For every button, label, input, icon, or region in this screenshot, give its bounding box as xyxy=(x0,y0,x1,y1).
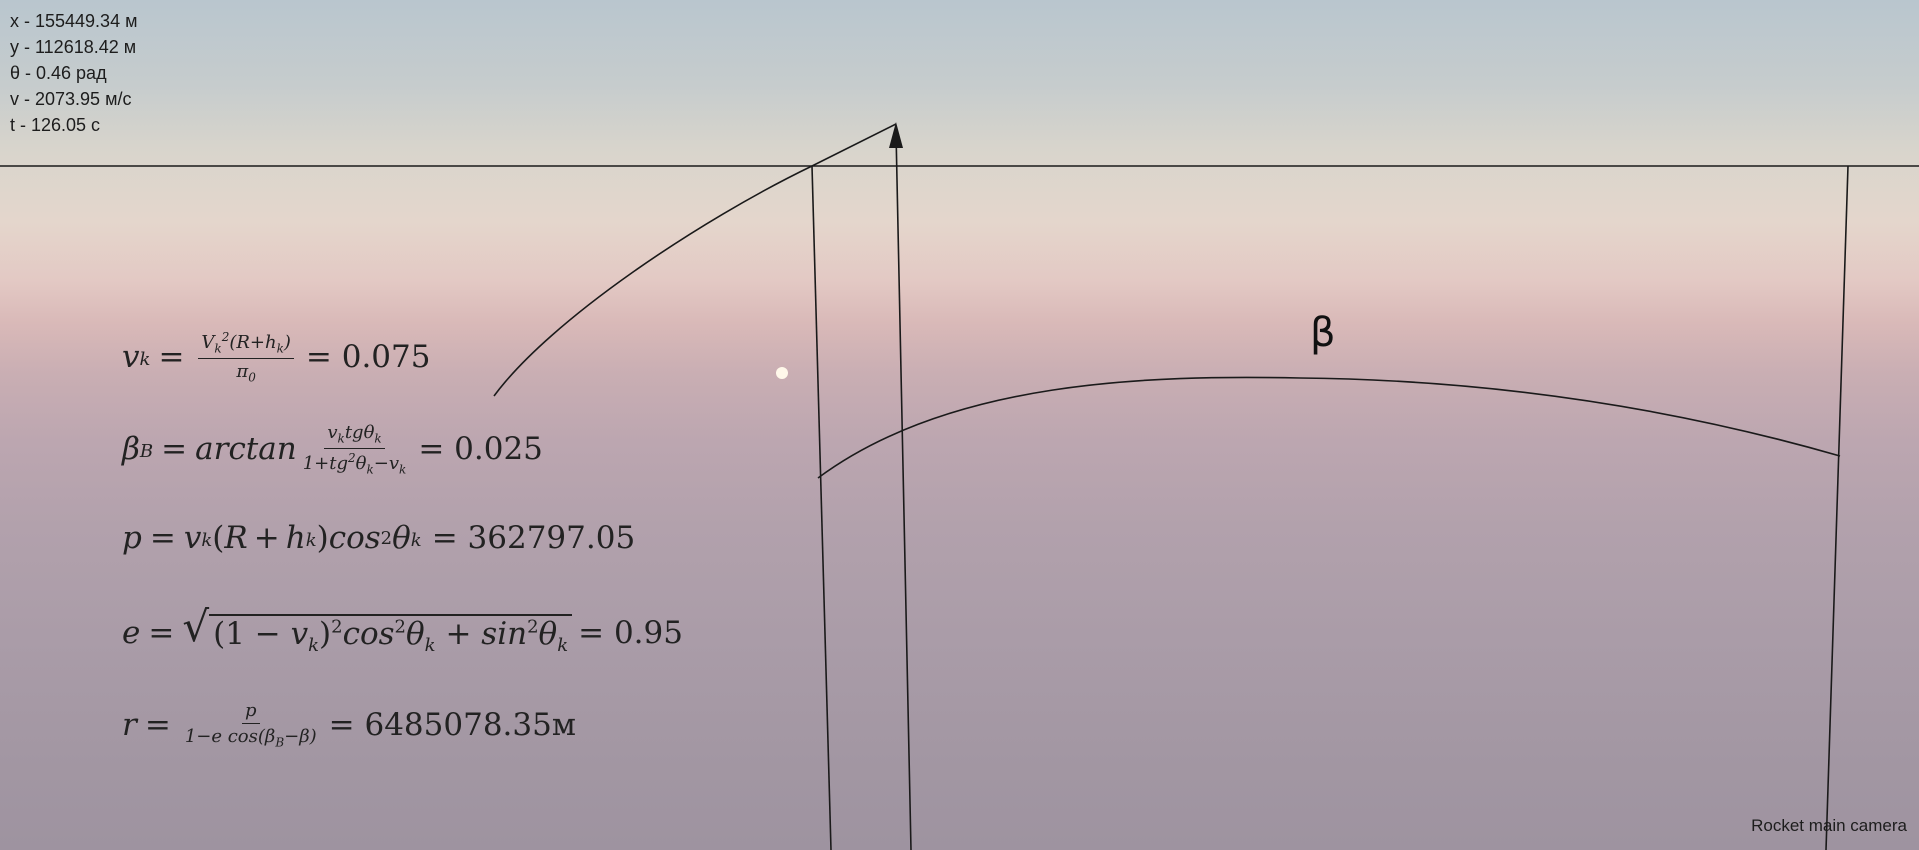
beta-angle-label: β xyxy=(1310,310,1336,356)
formula-vk-lhs: v xyxy=(122,339,140,376)
formula-beta-b-result: = 0.025 xyxy=(418,431,543,468)
telemetry-y: y - 112618.42 м xyxy=(10,37,137,57)
left-vertical-line xyxy=(811,165,832,850)
formula-r-result: = 6485078.35м xyxy=(328,706,576,743)
formula-vk-lhs-sub: k xyxy=(139,349,151,371)
formula-p-result: = 362797.05 xyxy=(431,520,636,556)
arrow-head-icon xyxy=(889,122,903,148)
velocity-vector xyxy=(895,131,912,850)
telemetry-v: v - 2073.95 м/с xyxy=(10,89,132,109)
camera-label: Rocket main camera xyxy=(1751,816,1907,835)
formula-r: r= p 1−e cos(βB−β) = 6485078.35м xyxy=(122,700,576,750)
formula-e-sqrt: √ (1 − vk)2cos2θk + sin2θk xyxy=(182,606,573,658)
formula-vk-result: = 0.075 xyxy=(305,339,431,376)
formula-r-fraction: p 1−e cos(βB−β) xyxy=(184,700,317,750)
formula-beta-b-fn: arctan xyxy=(195,431,297,468)
formula-beta-b-lhs: β xyxy=(122,431,140,468)
formula-e-result: = 0.95 xyxy=(578,615,683,652)
sun-icon xyxy=(776,367,788,379)
telemetry-t: t - 126.05 с xyxy=(10,115,101,135)
formula-beta-b-lhs-sub: B xyxy=(139,441,154,463)
formula-vk-fraction: Vk2(R+hk) π0 xyxy=(198,330,294,384)
formula-beta-b-fraction: vktgθk 1+tg2θk−vk xyxy=(302,422,407,477)
telemetry-theta: θ - 0.46 рад xyxy=(10,63,107,83)
orbit-arc xyxy=(817,376,1841,479)
trajectory-curve xyxy=(493,123,897,397)
telemetry-x: x - 155449.34 м xyxy=(10,11,138,31)
right-vertical-line xyxy=(1825,165,1849,850)
telemetry-panel: x - 155449.34 м y - 112618.42 м θ - 0.46… xyxy=(10,8,137,138)
formula-e: e= √ (1 − vk)2cos2θk + sin2θk = 0.95 xyxy=(122,602,683,658)
